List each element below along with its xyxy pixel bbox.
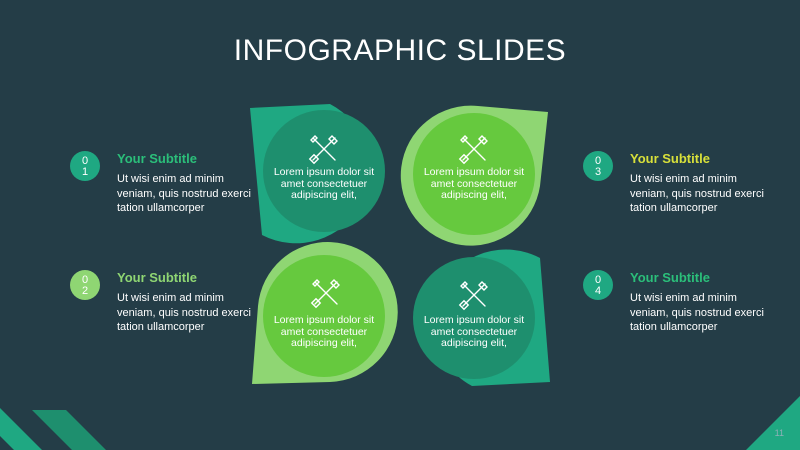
- item-body: Ut wisi enim ad minim veniam, quis nostr…: [630, 173, 764, 214]
- circle-text-top-left: Lorem ipsum dolor sit amet consectetuer …: [273, 166, 375, 201]
- tools-icon: [310, 279, 340, 309]
- circle-text-top-right: Lorem ipsum dolor sit amet consectetuer …: [423, 166, 525, 201]
- item-body: Ut wisi enim ad minim veniam, quis nostr…: [117, 292, 251, 333]
- circle-text-bottom-right: Lorem ipsum dolor sit amet consectetuer …: [423, 314, 525, 349]
- circle-bottom-right: [413, 257, 535, 379]
- tools-icon: [458, 281, 488, 311]
- slide-title: INFOGRAPHIC SLIDES: [233, 34, 567, 67]
- circle-top-right: [413, 113, 535, 235]
- circle-top-left: [263, 110, 385, 232]
- corner-stripe-right: [746, 396, 800, 450]
- item-body: Ut wisi enim ad minim veniam, quis nostr…: [117, 173, 251, 214]
- item-subtitle: Your Subtitle: [117, 270, 197, 285]
- item-block-01: Your Subtitle Ut wisi enim ad minim veni…: [117, 151, 257, 216]
- item-block-04: Your Subtitle Ut wisi enim ad minim veni…: [630, 270, 770, 335]
- number-badge-label: 01: [81, 155, 89, 178]
- number-badge-03: 03: [583, 151, 613, 181]
- page-number: 11: [774, 428, 784, 438]
- item-subtitle: Your Subtitle: [630, 270, 710, 285]
- number-badge-label: 03: [594, 155, 602, 178]
- number-badge-04: 04: [583, 270, 613, 300]
- tools-icon: [308, 135, 338, 165]
- item-block-02: Your Subtitle Ut wisi enim ad minim veni…: [117, 270, 257, 335]
- number-badge-02: 02: [70, 270, 100, 300]
- corner-stripes-left: [0, 408, 106, 450]
- number-badge-01: 01: [70, 151, 100, 181]
- number-badge-label: 04: [594, 274, 602, 297]
- item-subtitle: Your Subtitle: [630, 151, 710, 166]
- item-block-03: Your Subtitle Ut wisi enim ad minim veni…: [630, 151, 770, 216]
- circle-text-bottom-left: Lorem ipsum dolor sit amet consectetuer …: [273, 314, 375, 349]
- tools-icon: [458, 135, 488, 165]
- number-badge-label: 02: [81, 274, 89, 297]
- item-body: Ut wisi enim ad minim veniam, quis nostr…: [630, 292, 764, 333]
- item-subtitle: Your Subtitle: [117, 151, 197, 166]
- circle-bottom-left: [263, 255, 385, 377]
